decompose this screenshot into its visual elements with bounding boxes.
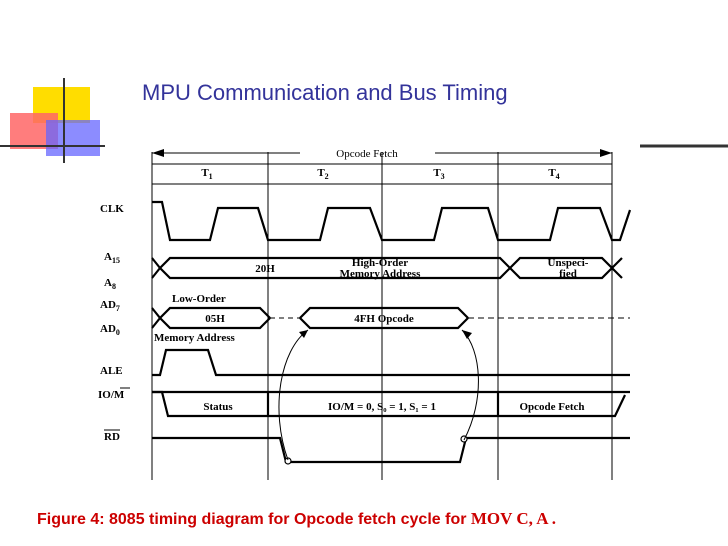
clk-label: CLK <box>100 203 124 215</box>
iom-label: IO/M <box>98 389 125 401</box>
caption-text: Figure 4: 8085 timing diagram for Opcode… <box>37 511 471 528</box>
ale-label: ALE <box>100 365 123 377</box>
figure-caption: Figure 4: 8085 timing diagram for Opcode… <box>37 509 556 529</box>
unspecified-label-2: fied <box>559 268 577 280</box>
status-label: Status <box>203 401 233 413</box>
ad7-label: AD7 <box>100 299 120 313</box>
high-address-value: 20H <box>255 263 275 275</box>
arrowhead <box>462 330 472 339</box>
opcode-to-rd-arrow <box>461 329 479 441</box>
caption-code: MOV C, A . <box>470 509 557 528</box>
low-order-label: Low-Order <box>172 293 226 305</box>
yellow-square <box>62 87 90 123</box>
memory-address-label: Memory Address <box>340 268 421 280</box>
rd-label: RD <box>104 431 120 443</box>
t4-label: T4 <box>548 167 559 181</box>
clk-waveform <box>152 200 632 242</box>
low-address-value: 05H <box>205 313 225 325</box>
high-address-bus: 20H High-Order Memory Address Unspeci- f… <box>151 256 623 280</box>
ad0-label: AD0 <box>100 323 120 337</box>
a15-label: A15 <box>104 251 120 265</box>
timing-diagram: Opcode Fetch T1 T2 T3 T4 CLK A15 A8 AD7 … <box>98 148 632 480</box>
t2-label: T2 <box>317 167 328 181</box>
rd-to-opcode-arrow <box>278 329 309 461</box>
arrowhead <box>299 330 308 338</box>
address-data-bus: Low-Order 05H 4FH Opcode Memory Address <box>151 293 630 344</box>
opcode-fetch-status: Opcode Fetch <box>519 401 584 413</box>
t3-label: T3 <box>433 167 444 181</box>
slide-title: MPU Communication and Bus Timing <box>142 80 508 105</box>
high-order-label: High-Order <box>352 257 408 269</box>
opcode-fetch-header: Opcode Fetch <box>336 148 398 160</box>
a8-label: A8 <box>104 277 116 291</box>
ale-waveform <box>152 348 630 377</box>
opcode-value: 4FH Opcode <box>354 313 414 325</box>
unspecified-label-1: Unspeci- <box>548 257 589 269</box>
opcode-fetch-arrow: Opcode Fetch <box>152 148 612 160</box>
memory-address-note: Memory Address <box>154 332 235 344</box>
t1-label: T1 <box>201 167 212 181</box>
status-equation: IO/M = 0, S₀ = 1, S₁ = 1 <box>328 401 436 413</box>
blue-square <box>46 120 100 156</box>
iom-status-bus: Status IO/M = 0, S₀ = 1, S₁ = 1 Opcode F… <box>152 390 630 418</box>
t-state-labels: T1 T2 T3 T4 <box>201 167 559 181</box>
signal-names: CLK A15 A8 AD7 AD0 ALE IO/M RD <box>98 203 130 443</box>
rd-waveform <box>152 436 630 464</box>
rd-fall-marker <box>284 457 292 465</box>
